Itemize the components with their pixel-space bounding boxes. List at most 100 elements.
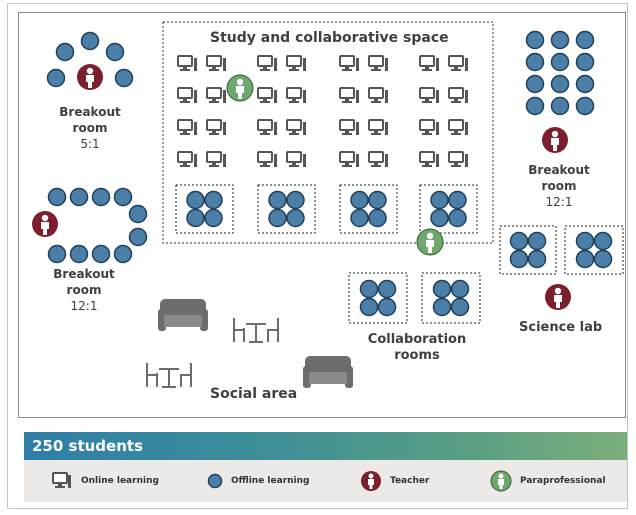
monitor-base <box>451 69 461 71</box>
computer-icon <box>286 151 306 167</box>
monitor-base <box>289 165 299 167</box>
student-circle-icon <box>47 187 67 207</box>
legend-offline-learning-label: Offline learning <box>231 476 310 486</box>
monitor-base <box>289 69 299 71</box>
monitor <box>286 151 302 163</box>
student-circle-icon <box>186 190 205 210</box>
monitor-stand <box>263 130 267 133</box>
person-body <box>554 295 562 308</box>
computer-icon <box>206 55 226 71</box>
tower <box>274 58 277 71</box>
teacher-icon <box>542 127 568 153</box>
monitor-base <box>342 133 352 135</box>
monitor <box>286 55 302 67</box>
computer-icon <box>177 55 197 71</box>
student-circle-icon <box>448 208 467 228</box>
teacher-icon <box>32 211 58 237</box>
student-circle-icon <box>46 68 66 88</box>
computer-icon <box>339 55 359 71</box>
student-circle-icon <box>430 208 449 228</box>
student-circle-icon <box>575 52 595 72</box>
monitor-stand <box>454 162 458 165</box>
monitor-stand <box>345 162 349 165</box>
student-circle-icon <box>450 297 470 317</box>
teacher-icon <box>545 284 571 310</box>
legend: Online learning Offline learning Teacher… <box>24 460 627 502</box>
breakout-room-right-line1: Breakout <box>528 163 590 177</box>
monitor-stand <box>292 130 296 133</box>
tower <box>356 122 359 135</box>
monitor <box>286 119 302 131</box>
collaboration-rooms-line1: Collaboration <box>367 332 467 347</box>
monitor <box>177 151 193 163</box>
tower <box>385 122 388 135</box>
tower <box>194 154 197 167</box>
tower <box>436 154 439 167</box>
student-circle-icon <box>525 30 545 50</box>
sofa-seat <box>309 372 347 384</box>
legend-paraprofessional: Paraprofessional <box>490 460 606 502</box>
tower <box>223 58 226 71</box>
student-circle-icon <box>114 68 134 88</box>
breakout-room-5-1-label: Breakout room 5:1 <box>58 104 122 152</box>
monitor <box>339 87 355 99</box>
student-circle-icon <box>550 74 570 94</box>
tower <box>356 90 359 103</box>
monitor-stand <box>183 162 187 165</box>
table-chairs-icon <box>233 318 279 343</box>
social-area-label: Social area <box>210 386 298 402</box>
person-body <box>426 240 434 253</box>
sofa-seat <box>164 315 202 327</box>
computer-icon <box>206 87 226 103</box>
monitor-base <box>451 101 461 103</box>
computer-icon <box>206 119 226 135</box>
monitor-base <box>451 165 461 167</box>
student-circle-icon <box>69 187 89 207</box>
student-circle-icon <box>113 244 133 264</box>
student-circle-icon <box>377 279 397 299</box>
collaboration-rooms-line2: rooms <box>394 348 440 363</box>
student-circle-icon <box>575 231 595 251</box>
person-body <box>551 138 559 151</box>
monitor <box>368 87 384 99</box>
tower <box>385 58 388 71</box>
teacher-icon <box>361 471 381 491</box>
student-circle-icon <box>430 190 449 210</box>
monitor <box>419 55 435 67</box>
student-circle-icon <box>350 208 369 228</box>
student-circle-icon <box>91 187 111 207</box>
student-circle-icon <box>268 190 287 210</box>
breakout-room-right-line2: room <box>541 179 577 193</box>
student-circle-icon <box>593 231 613 251</box>
tower <box>223 90 226 103</box>
computer-icon <box>368 55 388 71</box>
monitor <box>257 55 273 67</box>
computer-icon <box>52 472 71 488</box>
legend-offline-learning: Offline learning <box>207 460 309 502</box>
legend-teacher: Teacher <box>360 460 429 502</box>
monitor <box>177 119 193 131</box>
collaboration-pod <box>564 225 624 275</box>
monitor <box>257 87 273 99</box>
monitor <box>206 119 222 131</box>
legend-online-learning: Online learning <box>51 460 159 502</box>
person-body <box>236 86 244 99</box>
person-head <box>41 214 49 222</box>
student-circle-icon <box>55 42 75 62</box>
student-circle-icon <box>359 297 379 317</box>
person-head <box>236 78 244 86</box>
chair-right <box>180 363 192 387</box>
monitor <box>448 87 464 99</box>
student-circle-icon <box>575 96 595 116</box>
monitor-stand <box>263 162 267 165</box>
monitor-stand <box>212 66 216 69</box>
student-circle-icon <box>527 249 547 269</box>
monitor-base <box>342 101 352 103</box>
computer-icon <box>339 119 359 135</box>
person-head <box>86 67 94 75</box>
student-circle-icon <box>448 190 467 210</box>
student-circle-icon <box>204 208 223 228</box>
monitor <box>206 87 222 99</box>
student-circle-icon <box>105 42 125 62</box>
monitor-stand <box>292 162 296 165</box>
